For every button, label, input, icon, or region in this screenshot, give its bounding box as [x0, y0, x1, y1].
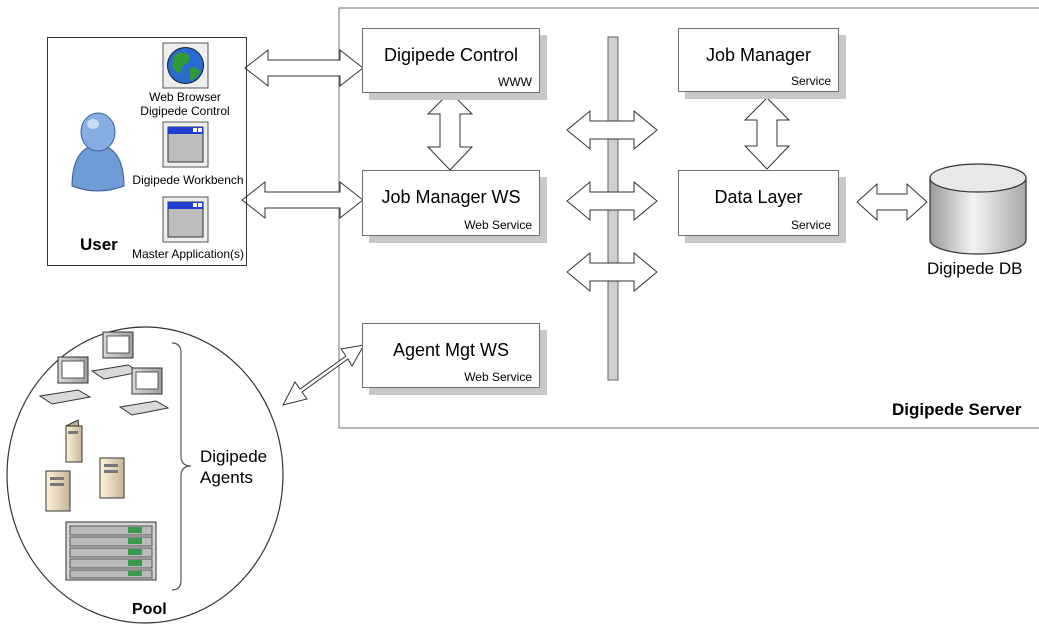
data-layer-sub: Service	[790, 218, 831, 232]
tower-server-icon	[45, 470, 71, 512]
job-manager-ws-title: Job Manager WS	[381, 187, 521, 207]
app-label-web-browser: Web Browser Digipede Control	[131, 90, 239, 118]
desktop-computer-icon	[90, 331, 142, 380]
tower-server-icon	[99, 457, 125, 499]
agents-label: Digipede Agents	[200, 446, 267, 488]
digipede-control-box: Digipede Control WWW	[362, 28, 540, 93]
app-label-line: Digipede Workbench	[132, 173, 244, 187]
app-label-line: Master Application(s)	[131, 247, 245, 261]
job-manager-sub: Service	[790, 74, 831, 88]
arrow-user-control	[244, 48, 364, 88]
workbench-app-icon	[162, 121, 209, 168]
arrow-datalayer-db	[856, 182, 928, 222]
server-label: Digipede Server	[892, 400, 1022, 419]
arrow-user-jobmanagerws	[241, 180, 364, 220]
bus-arrow-1	[566, 109, 658, 151]
tower-server-icon	[65, 419, 83, 463]
rack-server-icon	[65, 521, 157, 581]
arrow-jobmanager-datalayer	[743, 97, 791, 170]
app-label-line: Web Browser	[149, 90, 221, 104]
agents-label-line: Digipede	[200, 447, 268, 466]
desktop-computer-icon	[38, 356, 92, 405]
digipede-control-title: Digipede Control	[383, 45, 519, 65]
desktop-computer-icon	[118, 367, 170, 416]
server-boundary	[338, 7, 1039, 429]
job-manager-title: Job Manager	[705, 45, 812, 65]
app-label-workbench: Digipede Workbench	[131, 173, 245, 187]
globe-icon	[162, 42, 209, 89]
app-label-master: Master Application(s)	[131, 247, 245, 261]
agent-mgt-ws-title: Agent Mgt WS	[392, 340, 510, 360]
database-label: Digipede DB	[927, 259, 1023, 278]
job-manager-box: Job Manager Service	[678, 28, 839, 92]
arrow-control-jobmanagerws	[426, 91, 474, 171]
user-panel	[47, 37, 247, 266]
job-manager-ws-sub: Web Service	[464, 218, 532, 232]
job-manager-ws-box: Job Manager WS Web Service	[362, 170, 540, 236]
database-icon	[929, 163, 1027, 255]
agents-label-line: Agents	[200, 468, 253, 487]
agent-mgt-ws-sub: Web Service	[464, 370, 532, 384]
app-label-line: Digipede Control	[140, 104, 230, 118]
digipede-control-sub: WWW	[498, 75, 532, 89]
agent-mgt-ws-box: Agent Mgt WS Web Service	[362, 323, 540, 388]
data-layer-box: Data Layer Service	[678, 170, 839, 236]
user-person-icon	[71, 112, 125, 192]
pool-label: Pool	[132, 601, 167, 618]
user-label: User	[80, 235, 118, 254]
bus-arrow-3	[566, 251, 658, 293]
data-layer-title: Data Layer	[714, 187, 803, 207]
bus-arrow-2	[566, 180, 658, 222]
master-app-icon	[162, 196, 209, 243]
arrow-agentmgt-pool	[282, 344, 365, 406]
agents-brace	[171, 342, 192, 591]
